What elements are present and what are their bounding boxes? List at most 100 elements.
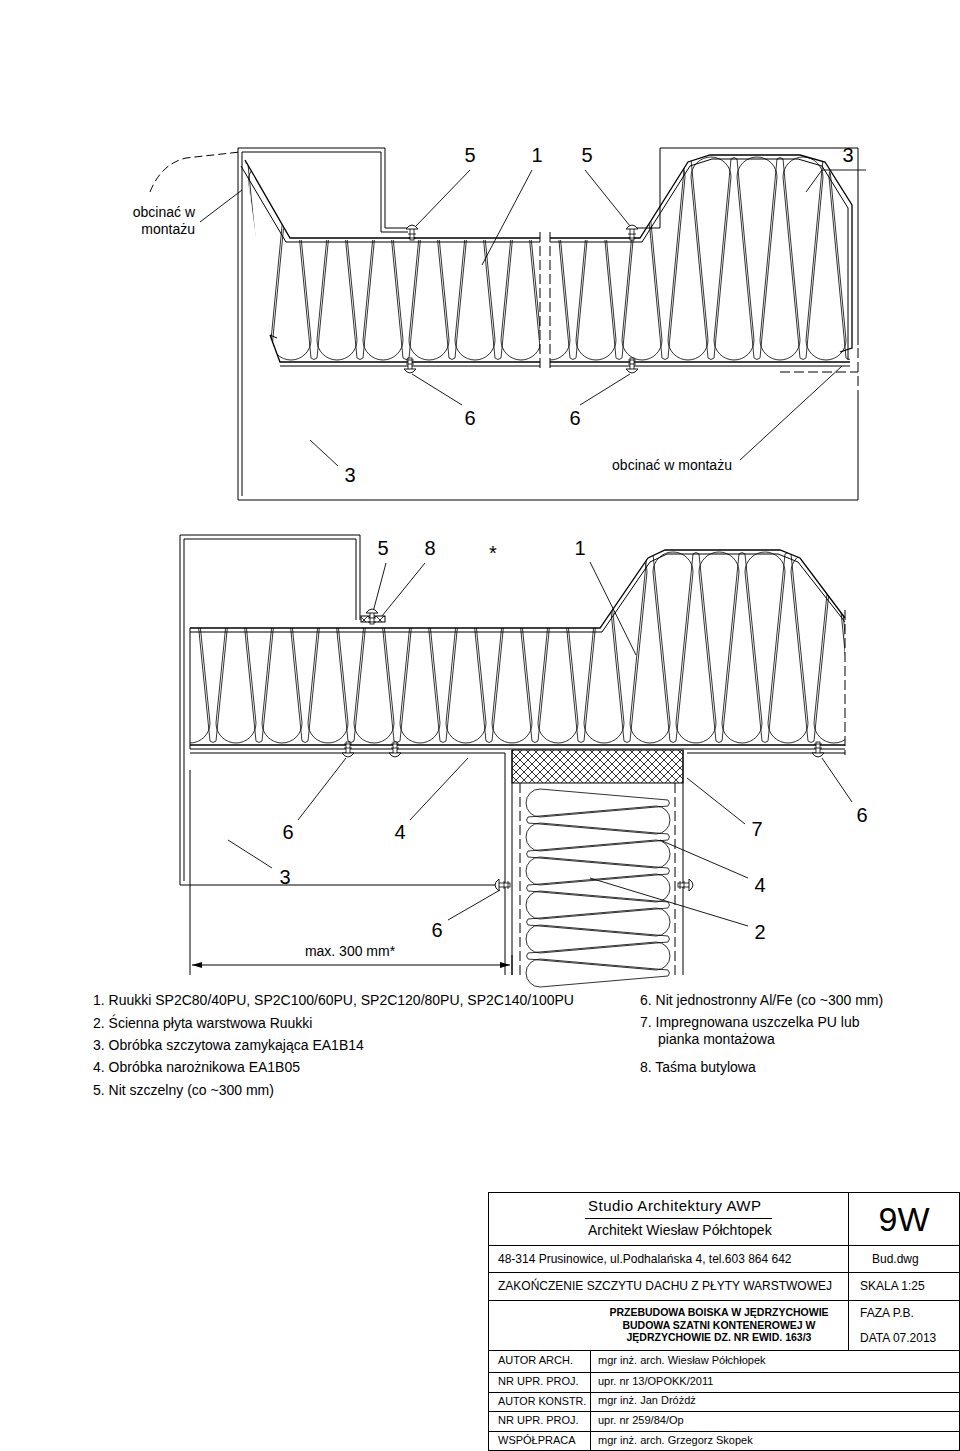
rivet-symbol <box>495 879 510 891</box>
insulation-loop <box>806 158 846 361</box>
rivet-symbol <box>626 358 638 373</box>
insulation-loop <box>363 163 403 361</box>
insulation-loop <box>538 553 578 744</box>
insulation-loop <box>745 552 785 743</box>
insulation-loop <box>837 552 877 743</box>
note-text: obcinać w montażu <box>612 457 732 474</box>
insulation-loop <box>875 157 915 360</box>
title-block-text: upr. nr 13/OPOKK/2011 <box>598 1375 713 1388</box>
insulation-loop <box>340 162 380 360</box>
insulation-loop <box>294 162 334 360</box>
parts-list-item: 6. Nit jednostronny Al/Fe (co ~300 mm) <box>640 992 883 1009</box>
rivets <box>342 225 824 891</box>
title-block-text: DATA 07.2013 <box>860 1331 936 1345</box>
title-block-text: NR UPR. PROJ. <box>498 1414 579 1427</box>
callout-number: 8 <box>424 536 435 560</box>
insulation-loop <box>553 157 593 360</box>
insulation-loop <box>530 158 570 361</box>
insulation-loop <box>308 553 348 743</box>
callout-number: 2 <box>754 920 765 944</box>
callout-number: 3 <box>842 143 853 167</box>
insulation-loop <box>653 552 693 743</box>
insulation-loop <box>501 163 541 361</box>
callout-number: 6 <box>282 820 293 844</box>
insulation-loop <box>262 553 302 744</box>
title-block-text: NR UPR. PROJ. <box>498 1375 579 1388</box>
title-block-text: 9W <box>879 1199 930 1240</box>
insulation-loop <box>622 158 662 361</box>
callout-number: 5 <box>464 143 475 167</box>
callout-number: 1 <box>574 536 585 560</box>
callout-number: 5 <box>581 143 592 167</box>
insulation-loop <box>714 158 754 361</box>
title-block-text: SKALA 1:25 <box>860 1279 925 1293</box>
parts-list-item: 4. Obróbka narożnikowa EA1B05 <box>93 1059 300 1076</box>
insulation-loop <box>400 553 440 744</box>
callout-number: 5 <box>377 536 388 560</box>
insulation-loop <box>446 553 486 744</box>
callout-number: 6 <box>431 918 442 942</box>
callout-number: 1 <box>531 143 542 167</box>
insulation-loop <box>423 552 463 743</box>
insulation-loop <box>645 157 685 360</box>
insulation-loop <box>432 162 472 360</box>
insulation-loop <box>527 942 671 970</box>
title-block-text: mgr inż. Jan Dróżdż <box>598 1394 696 1407</box>
insulation-loop <box>699 552 739 743</box>
title-block-text: upr. nr 259/84/Op <box>598 1414 684 1427</box>
insulation-loop <box>225 163 265 361</box>
outlines <box>150 148 960 1451</box>
rivet-symbol <box>626 225 638 240</box>
title-block-text: FAZA P.B. <box>860 1306 914 1320</box>
insulation-loop <box>691 157 731 360</box>
parts-list-item: 1. Ruukki SP2C80/40PU, SP2C100/60PU, SP2… <box>93 992 574 1009</box>
insulation-loop <box>492 553 532 744</box>
insulation-loop <box>576 158 616 361</box>
rivet-symbol <box>342 742 354 757</box>
insulation-loop <box>526 925 670 953</box>
rivet-symbol <box>406 225 418 240</box>
insulation-loop <box>668 158 708 361</box>
insulation-loop <box>469 552 509 743</box>
insulation-loop <box>570 162 610 360</box>
insulation-loop <box>676 553 716 744</box>
insulation-loop <box>455 163 495 361</box>
callout-number: 6 <box>856 803 867 827</box>
insulation-loop <box>331 552 371 743</box>
insulation-loop <box>285 552 325 743</box>
insulation-loop <box>630 553 670 744</box>
insulation-loop <box>737 157 777 360</box>
insulation-loop <box>527 840 671 868</box>
callout-number: 3 <box>344 463 355 487</box>
insulation-loop <box>409 163 449 361</box>
callout-number: 3 <box>279 865 290 889</box>
insulation-loop <box>860 553 900 744</box>
insulation-loop <box>883 552 923 743</box>
insulation <box>170 157 923 987</box>
title-block-text: mgr inż. arch. Grzegorz Skopek <box>598 1434 753 1447</box>
parts-list-item: 5. Nit szczelny (co ~300 mm) <box>93 1082 274 1099</box>
title-block-text: Bud.dwg <box>872 1252 919 1266</box>
insulation-loop <box>527 874 671 902</box>
title-block-text: AUTOR KONSTR. <box>498 1395 586 1408</box>
title-block-text: Studio Architektury AWP <box>588 1197 762 1215</box>
callout-number: 6 <box>464 406 475 430</box>
insulation-loop <box>561 552 601 743</box>
parts-list-item: 3. Obróbka szczytowa zamykająca EA1B14 <box>93 1037 364 1054</box>
insulation-loop <box>814 553 854 744</box>
insulation-loop <box>584 553 624 744</box>
callout-number: 7 <box>751 817 762 841</box>
insulation-loop <box>271 163 311 361</box>
insulation-loop <box>791 552 831 743</box>
insulation-loop <box>386 162 426 360</box>
leader-lines <box>200 170 866 926</box>
rivet-symbol <box>389 742 401 757</box>
insulation-loop <box>527 806 671 834</box>
insulation-loop <box>216 553 256 744</box>
parts-list-item: 2. Ścienna płyta warstwowa Ruukki <box>93 1015 312 1032</box>
rivet-symbol <box>366 609 378 624</box>
insulation-loop <box>515 552 555 743</box>
dimension-text: max. 300 mm* <box>302 943 398 960</box>
insulation-loop <box>768 553 808 744</box>
title-block-text: mgr inż. arch. Wiesław Półchłopek <box>598 1354 766 1367</box>
